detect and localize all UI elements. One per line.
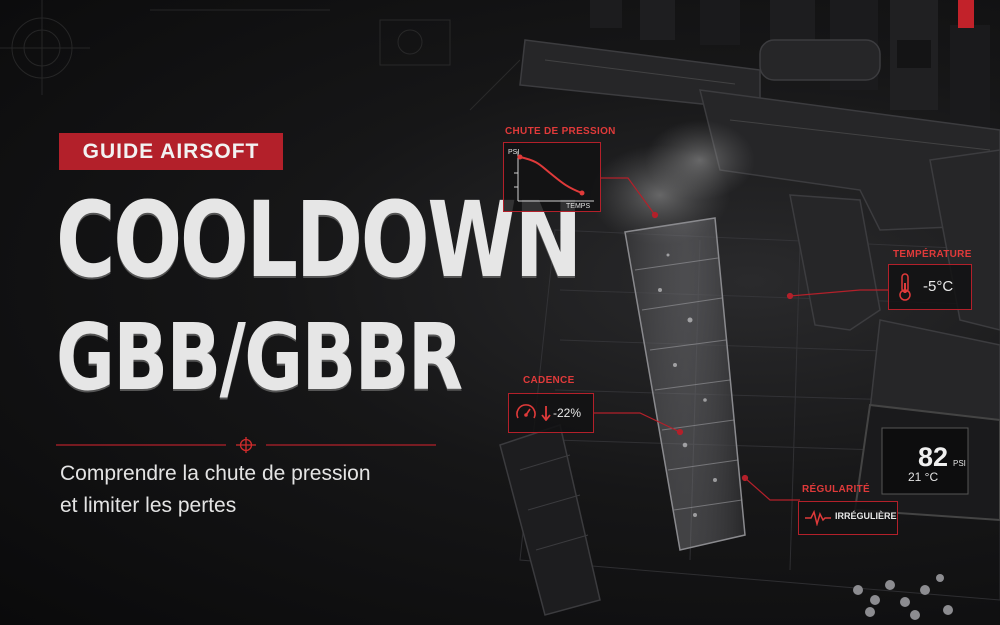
callout-lines: [593, 177, 888, 501]
subtitle-line-2: et limiter les pertes: [60, 494, 237, 517]
pressure-gauge-device: [853, 403, 1000, 522]
title-divider: [56, 437, 436, 453]
down-arrow-icon: [541, 406, 551, 421]
bb-pellets: [853, 574, 953, 620]
blueprint-lines: [0, 0, 521, 111]
subtitle: Comprendre la chute de pression et limit…: [60, 458, 460, 522]
device-pressure-value: 82: [918, 442, 949, 472]
title-line-2: GBB/GBBR: [56, 304, 463, 411]
device-pressure-unit: PSI: [953, 459, 966, 468]
guide-badge: GUIDE AIRSOFT: [59, 133, 283, 170]
crosshair-icon: [236, 437, 256, 453]
title-line-1: COOLDOWN: [56, 179, 582, 301]
transparent-magazine: [624, 217, 746, 551]
cadence-label: CADENCE: [523, 375, 575, 386]
pressure-drop-panel: PSI TEMPS: [503, 142, 601, 212]
guide-badge-label: GUIDE AIRSOFT: [82, 139, 260, 163]
pulse-icon: [805, 510, 831, 526]
regularity-panel: IRRÉGULIÈRE: [798, 501, 898, 535]
speedometer-icon: [516, 404, 536, 419]
device-temperature-value: 21 °C: [908, 470, 939, 484]
pressure-drop-graph: [514, 151, 594, 202]
pressure-axis-y: PSI: [508, 149, 520, 156]
pressure-drop-label: CHUTE DE PRESSION: [505, 126, 616, 137]
cadence-panel: -22%: [508, 393, 594, 433]
regularity-value: IRRÉGULIÈRE: [835, 511, 897, 521]
cadence-value: -22%: [553, 406, 582, 420]
spare-magazine: [499, 424, 601, 616]
temperature-label: TEMPÉRATURE: [893, 249, 972, 260]
device-screen: 82 PSI 21 °C: [884, 430, 968, 492]
regularity-label: RÉGULARITÉ: [802, 484, 870, 495]
temperature-panel: -5°C: [888, 264, 972, 310]
temperature-value: -5°C: [923, 278, 954, 295]
thermometer-icon: [899, 273, 911, 301]
subtitle-line-1: Comprendre la chute de pression: [60, 462, 371, 485]
pressure-axis-x: TEMPS: [566, 203, 591, 210]
